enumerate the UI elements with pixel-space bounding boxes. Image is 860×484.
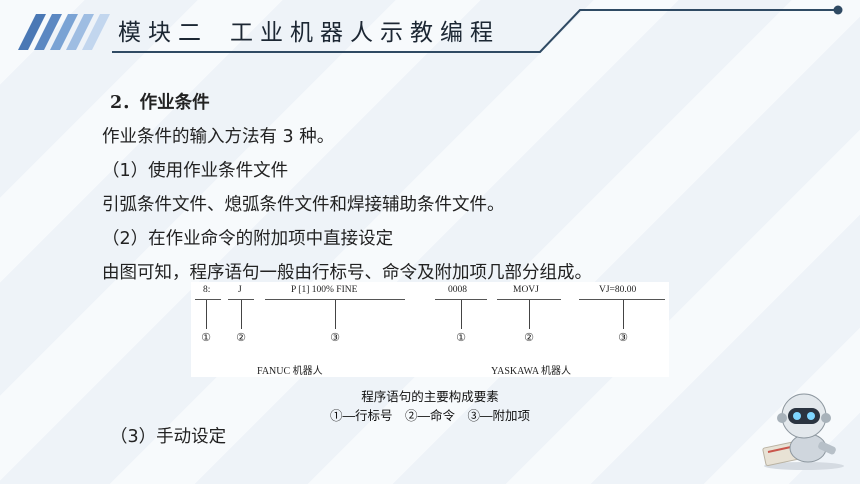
text-line: 作业条件的输入方法有 3 种。 [102, 127, 335, 147]
pointer-line [206, 300, 207, 329]
fanuc-brand-label: FANUC 机器人 [257, 366, 323, 377]
figure-caption-title: 程序语句的主要构成要素 [361, 390, 499, 404]
manual-section: （3）手动设定 [110, 420, 226, 454]
marker-3: ③ [618, 332, 628, 344]
figure-caption-legend: ①—行标号 ②—命令 ③—附加项 [329, 409, 530, 423]
yaskawa-brand-label: YASKAWA 机器人 [491, 366, 572, 377]
fanuc-addition: P [1] 100% FINE [291, 285, 358, 295]
pointer-line [623, 300, 624, 329]
yaskawa-addition: VJ=80.00 [599, 285, 637, 295]
text-line: （1）使用作业条件文件 [102, 161, 289, 181]
underline [435, 299, 487, 300]
program-statement-figure: 8: J P [1] 100% FINE ① ② ③ FANUC 机器人 000… [191, 282, 669, 377]
fanuc-line-number: 8: [203, 285, 211, 295]
marker-2: ② [524, 332, 534, 344]
text-line: （2）在作业命令的附加项中直接设定 [102, 229, 394, 249]
marker-1: ① [201, 332, 211, 344]
underline [265, 299, 405, 300]
pointer-line [241, 300, 242, 329]
robot-mascot-icon [762, 393, 844, 470]
header-title: 模块二工业机器人示教编程 [118, 14, 500, 52]
marker-2: ② [236, 332, 246, 344]
underline [579, 299, 665, 300]
yaskawa-line-number: 0008 [448, 285, 467, 295]
header-stripes-icon [18, 14, 110, 50]
text-line: 由图可知，程序语句一般由行标号、命令及附加项几部分组成。 [102, 263, 592, 283]
section-heading: 2．作业条件 [110, 93, 210, 113]
text-line: （3）手动设定 [110, 427, 227, 447]
module-label: 模块二 [118, 20, 208, 46]
underline [195, 299, 221, 300]
underline [497, 299, 561, 300]
pointer-line [529, 300, 530, 329]
fanuc-command: J [238, 285, 242, 295]
pointer-line [461, 300, 462, 329]
yaskawa-command: MOVJ [513, 285, 539, 295]
header-frame [112, 5, 843, 53]
body-text: 2．作业条件 作业条件的输入方法有 3 种。 （1）使用作业条件文件 引弧条件文… [102, 86, 592, 290]
underline [228, 299, 254, 300]
marker-3: ③ [330, 332, 340, 344]
pointer-line [335, 300, 336, 329]
marker-1: ① [456, 332, 466, 344]
course-title: 工业机器人示教编程 [230, 20, 500, 46]
text-line: 引弧条件文件、熄弧条件文件和焊接辅助条件文件。 [102, 195, 505, 215]
